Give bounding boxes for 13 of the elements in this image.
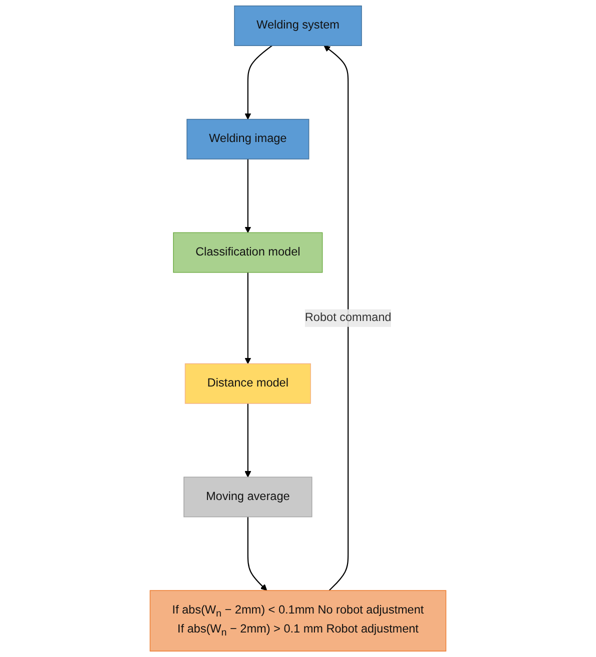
arrow <box>244 403 252 478</box>
node-box: Welding image <box>186 118 310 160</box>
node-box: Classification model <box>173 232 323 273</box>
arrow <box>244 45 272 120</box>
node-box: Welding system <box>234 6 362 46</box>
edge-label: Robot command <box>304 311 392 324</box>
node-box: Distance model <box>184 363 311 404</box>
arrow <box>244 159 252 233</box>
node-box: If abs(W$_{n}$ − 2mm) < 0.1mm No robot adjustment If abs(W$_{n}$ − 2mm) > 0.1 mm Robot adjustment <box>150 590 446 652</box>
arrow <box>324 45 349 591</box>
node-box: Moving average <box>184 476 312 518</box>
arrow <box>247 516 268 591</box>
arrow <box>244 272 252 364</box>
